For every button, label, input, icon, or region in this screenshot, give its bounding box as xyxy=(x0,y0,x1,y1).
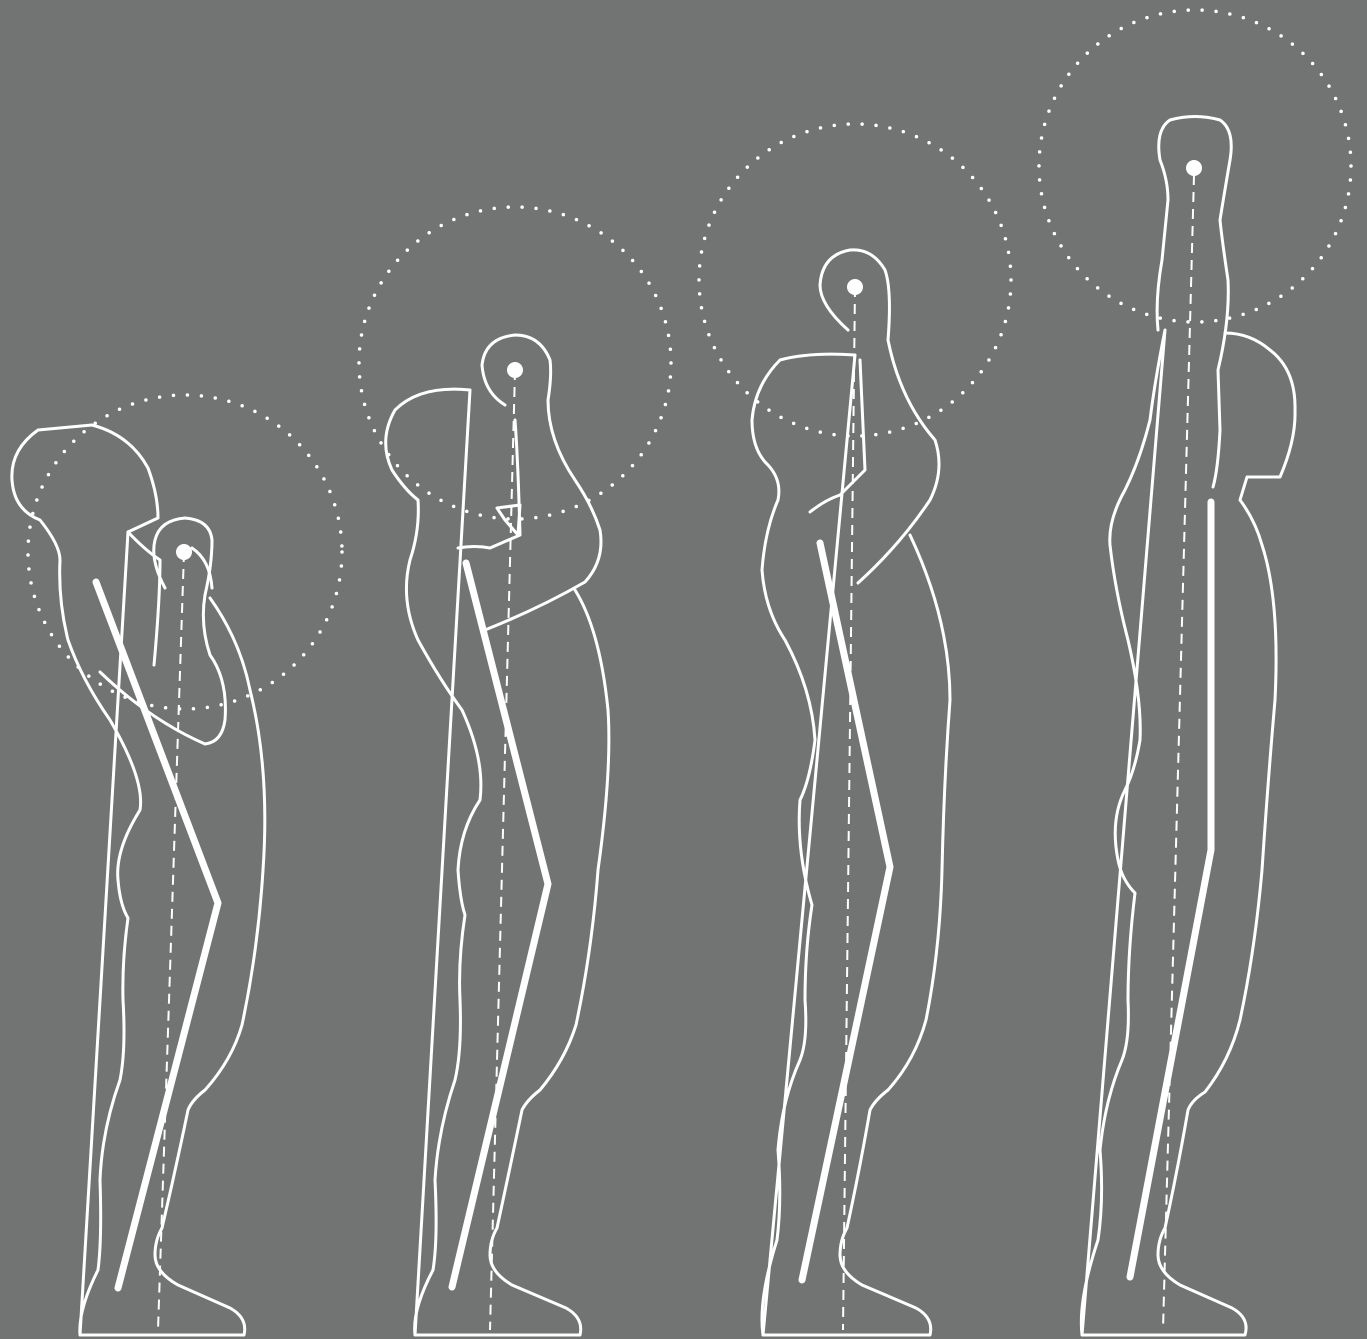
figure-2-arm-outline xyxy=(458,335,601,630)
figure-1 xyxy=(12,395,342,1335)
figure-1-kettlebell-dot xyxy=(176,544,192,560)
figure-2-leg-line xyxy=(452,563,548,1287)
figure-2-body-outline xyxy=(386,389,609,1335)
figure-2-kettlebell-dot xyxy=(507,362,523,378)
figure-3-kettlebell-dot xyxy=(847,279,863,295)
figure-1-leg-line xyxy=(96,582,218,1288)
figure-2 xyxy=(359,207,671,1335)
figure-4-body-outline xyxy=(1081,330,1295,1335)
figure-4 xyxy=(1039,10,1351,1335)
figure-3-arm-outline xyxy=(810,250,939,583)
figure-3 xyxy=(699,124,1011,1335)
figure-4-kettlebell-dot xyxy=(1186,160,1202,176)
figure-3-body-outline xyxy=(752,354,950,1335)
figure-1-reference-line xyxy=(158,552,184,1330)
figure-3-reference-line xyxy=(843,287,855,1330)
figure-3-leg-line xyxy=(802,543,890,1280)
